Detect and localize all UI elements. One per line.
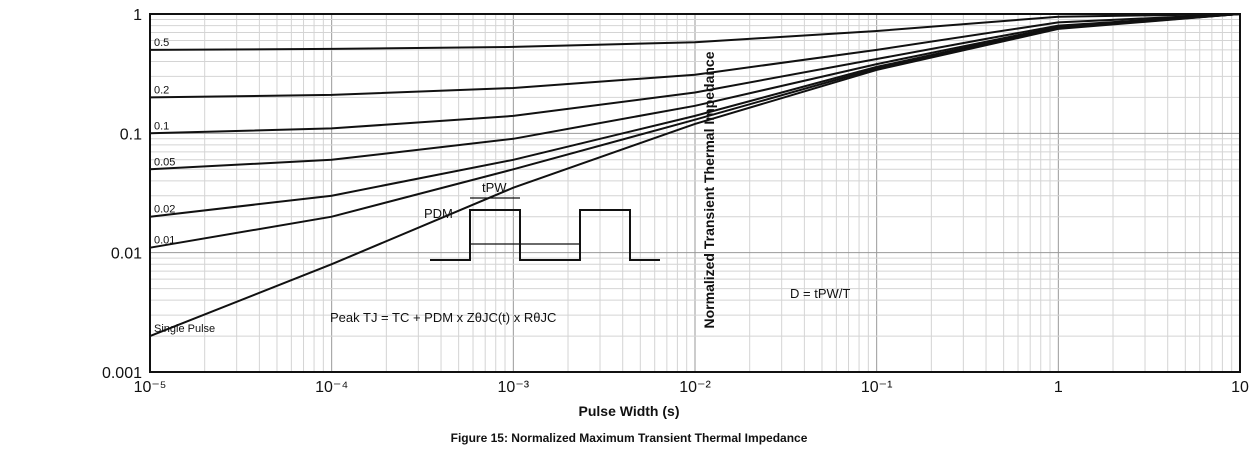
series-label: 0.01 (154, 235, 175, 247)
tpw-label: tPW (482, 180, 507, 195)
y-tick-label: 0.001 (102, 365, 142, 382)
grid-lines (149, 14, 1240, 373)
series-line (149, 13, 1241, 338)
y-tick-label: 1 (133, 7, 142, 24)
series-line (149, 13, 1241, 51)
series-label: 0.1 (154, 120, 169, 132)
x-tick-label: 10 (1231, 379, 1249, 396)
series-label: 0.5 (154, 37, 169, 49)
pulse-inset: PDM tPW (424, 180, 660, 261)
peak-tj-formula: Peak TJ = TC + PDM x ZθJC(t) x RθJC (330, 310, 556, 325)
series-line (149, 13, 1241, 99)
series-line (149, 13, 1241, 135)
x-tick-label: 10⁻³ (498, 379, 530, 396)
x-tick-label: 1 (1054, 379, 1063, 396)
series-label: Single Pulse (154, 323, 215, 335)
x-tick-label: 10⁻⁵ (134, 379, 167, 396)
x-tick-label: 10⁻² (679, 379, 711, 396)
x-tick-label: 10⁻¹ (861, 379, 893, 396)
x-axis-title: Pulse Width (s) (579, 403, 680, 419)
series-label: 0.05 (154, 156, 175, 168)
duty-cycle-formula: D = tPW/T (790, 286, 850, 301)
figure-caption: Figure 15: Normalized Maximum Transient … (451, 431, 808, 445)
series-label: 0.2 (154, 84, 169, 96)
tick-labels: 10⁻⁵ 10⁻⁴ 10⁻³ 10⁻² 10⁻¹ 1 10 1 0.1 0.01 0.001 (102, 7, 1249, 396)
x-tick-label: 10⁻⁴ (315, 379, 348, 396)
y-axis-title: Normalized Transient Thermal Impedance (701, 51, 717, 328)
series-label: 0.02 (154, 204, 175, 216)
y-tick-label: 0.01 (111, 246, 142, 263)
pulse-waveform (430, 209, 660, 261)
y-tick-label: 0.1 (120, 126, 142, 143)
plot-frame (149, 13, 1241, 373)
pdm-label: PDM (424, 206, 453, 221)
